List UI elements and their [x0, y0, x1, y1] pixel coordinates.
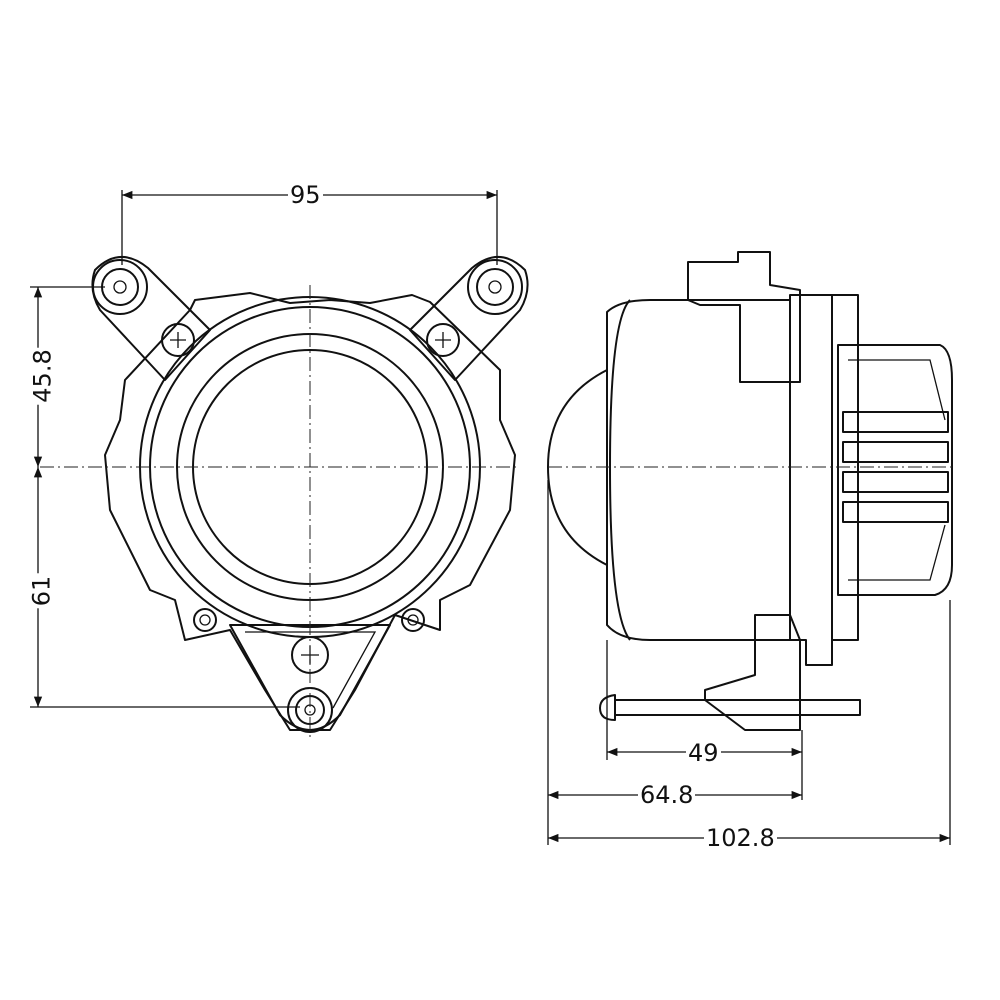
- heatsink-fins: [842, 411, 949, 523]
- body: [606, 299, 791, 641]
- side-dimensions: [547, 480, 951, 845]
- bottom-tab: [704, 614, 801, 731]
- dimension-overall-depth: 102.8: [704, 824, 777, 852]
- centerlines: [40, 285, 520, 740]
- front-view: [40, 256, 529, 740]
- dimension-housing-depth: 49: [686, 739, 721, 767]
- flange: [789, 294, 833, 666]
- dimension-width: 95: [288, 181, 323, 209]
- side-view: [547, 251, 955, 731]
- ear-bottom: [229, 624, 391, 731]
- adjust-rod: [615, 699, 861, 716]
- dimension-lens-to-flange: 64.8: [638, 781, 696, 809]
- dimension-upper-height: 45.8: [28, 347, 57, 405]
- heatsink: [837, 344, 953, 596]
- mount-bolt-top-right: [467, 259, 523, 315]
- ear-top-left: [91, 256, 211, 381]
- top-tab: [687, 251, 801, 383]
- dimension-lower-height: 61: [27, 573, 56, 609]
- screws: [161, 323, 460, 674]
